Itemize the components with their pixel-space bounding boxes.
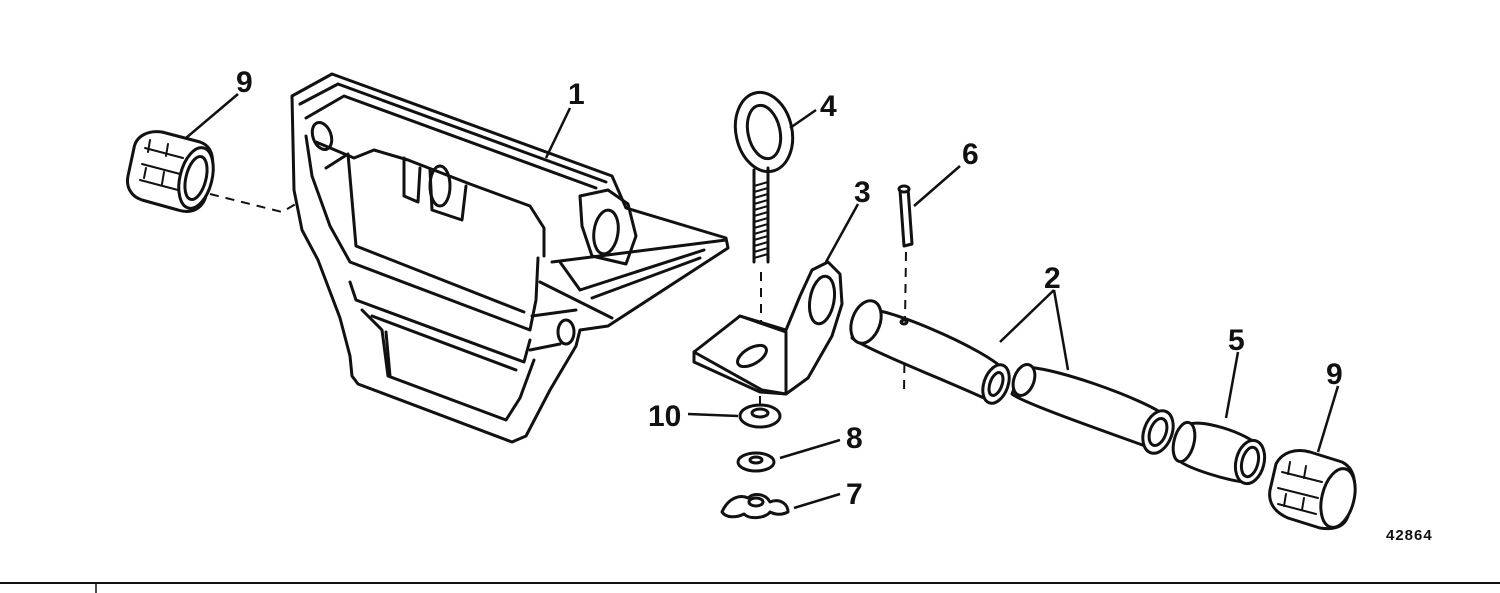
callout-1: 1 xyxy=(568,78,585,111)
leader-1 xyxy=(544,107,572,159)
part-9-cap-right xyxy=(1268,449,1357,531)
leader-4 xyxy=(789,108,817,130)
part-5-sleeve xyxy=(1171,420,1267,486)
callout-9-left: 9 xyxy=(236,66,253,99)
callout-4: 4 xyxy=(820,90,837,123)
leader-7 xyxy=(793,492,841,510)
leader-9-left xyxy=(185,93,239,139)
part-9-cap-left xyxy=(126,130,215,213)
bottom-border xyxy=(0,582,1500,593)
part-2-tube-b xyxy=(1010,363,1175,455)
leader-5 xyxy=(1224,351,1240,419)
leader-9-right xyxy=(1316,385,1340,453)
part-3-angle-bracket xyxy=(692,260,844,396)
leader-2a xyxy=(999,289,1055,343)
callout-8: 8 xyxy=(846,422,863,455)
part-9-left-axis xyxy=(209,149,389,214)
leader-lines xyxy=(185,93,1340,510)
leader-10 xyxy=(687,412,739,418)
leader-8 xyxy=(779,438,841,460)
part-10-washer xyxy=(738,403,782,429)
leader-2b xyxy=(1052,289,1070,371)
part-7-wing-nut xyxy=(720,493,790,520)
callout-3: 3 xyxy=(854,176,871,209)
part-4-eye-bolt xyxy=(733,90,795,264)
callout-6: 6 xyxy=(962,138,979,171)
figure-number: 42864 xyxy=(1386,527,1433,544)
leader-3 xyxy=(824,203,860,263)
callout-9-right: 9 xyxy=(1326,358,1343,391)
part-6-pin xyxy=(897,184,914,248)
callout-5: 5 xyxy=(1228,324,1245,357)
callout-10: 10 xyxy=(648,400,681,433)
part-1-bracket xyxy=(290,72,730,444)
callout-7: 7 xyxy=(846,478,863,511)
part-2-tube-a xyxy=(849,299,1011,405)
part-8-washer xyxy=(736,451,776,473)
callout-2: 2 xyxy=(1044,262,1061,295)
leader-6 xyxy=(913,165,961,207)
